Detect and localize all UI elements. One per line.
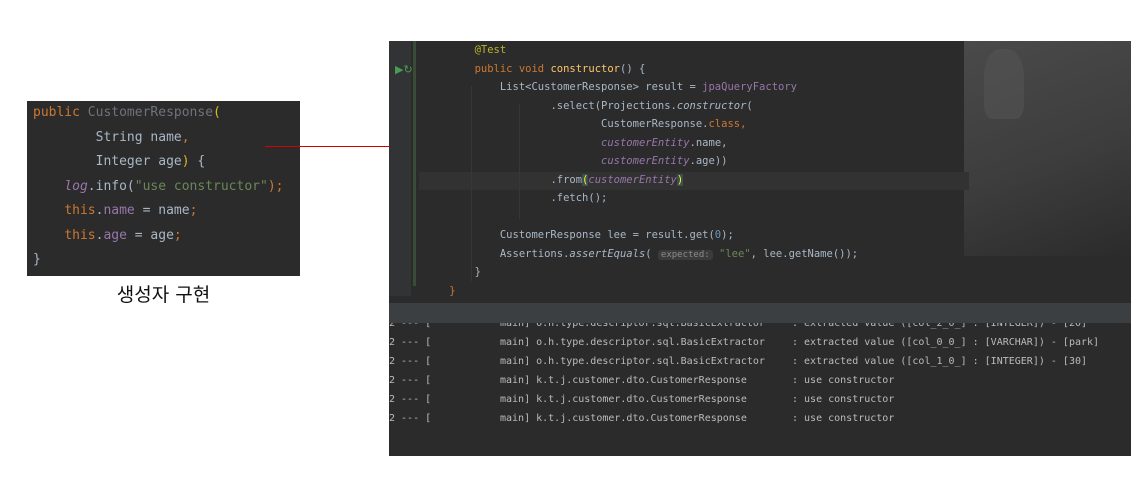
log-row: 2 --- [main] k.t.j.customer.dto.Customer… [389, 394, 895, 405]
log-row: 2 --- [main] o.h.type.descriptor.sql.Bas… [389, 356, 1088, 367]
current-line-highlight [419, 172, 969, 190]
code-line: public CustomerResponse( [33, 105, 221, 120]
code-line: CustomerResponse lee = result.get(0); [499, 229, 734, 241]
code-line: public void constructor() { [474, 62, 646, 75]
code-line: } [449, 284, 456, 297]
code-line: log.info("use constructor"); [64, 178, 284, 194]
code-line: .from(customerEntity) [550, 173, 684, 186]
run-console-output: 2 --- [main] o.h.type.descriptor.sql.Bas… [389, 323, 1131, 456]
code-line: } [33, 252, 41, 267]
code-line: .select(Projections.constructor( [550, 99, 753, 112]
ide-editor-window: ▶↻ @Test public void constructor() { Lis… [389, 41, 1131, 456]
code-editor-area[interactable]: @Test public void constructor() { List<C… [424, 41, 1131, 303]
code-line [424, 208, 1131, 227]
vcs-change-marker [413, 41, 416, 286]
code-line: customerEntity.name, [601, 136, 728, 149]
constructor-code-snippet: public CustomerResponse( String name, In… [27, 101, 300, 276]
log-row: 2 --- [main] o.h.type.descriptor.sql.Bas… [389, 323, 1088, 329]
caption-text: 생성자 구현 [116, 284, 211, 306]
code-line: this.name = name; [64, 203, 198, 218]
run-panel-toolbar [389, 303, 1131, 323]
code-line: Assertions.assertEquals( expected: "lee"… [499, 247, 859, 260]
code-line: List<CustomerResponse> result = jpaQuery… [499, 81, 797, 93]
log-row: 2 --- [main] o.h.type.descriptor.sql.Bas… [389, 337, 1100, 348]
code-line: .fetch(); [550, 192, 608, 204]
watermark-figure [984, 49, 1024, 119]
indent-guide [519, 104, 520, 219]
indent-guide [471, 86, 472, 281]
run-test-icon[interactable]: ▶↻ [395, 63, 413, 76]
code-line: } [474, 266, 481, 278]
code-line: Integer age) { [95, 154, 206, 169]
code-line: String name, [95, 129, 190, 145]
code-line: this.age = age; [64, 227, 182, 243]
code-line: CustomerResponse.class, [601, 118, 747, 130]
parameter-hint: expected: [657, 249, 713, 260]
log-row: 2 --- [main] k.t.j.customer.dto.Customer… [389, 413, 895, 424]
code-line: customerEntity.age)) [601, 155, 728, 167]
log-row: 2 --- [main] k.t.j.customer.dto.Customer… [389, 375, 895, 386]
code-line: @Test [474, 44, 507, 56]
